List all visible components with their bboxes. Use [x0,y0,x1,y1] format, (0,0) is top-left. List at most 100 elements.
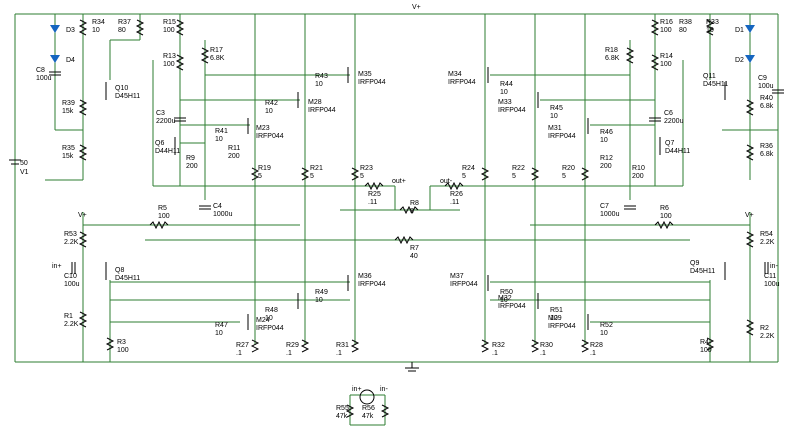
component-id-r24: R24 [462,165,475,172]
component-id-r56: R56 [362,405,375,412]
component-id-r34: R34 [92,19,105,26]
component-id-m29: M29 [548,315,562,322]
component-value-r35: 15k [62,153,74,160]
component-id-r17: R17 [210,47,223,54]
component-id-r10: R10 [632,165,645,172]
supply-value-label: 50 [20,160,28,167]
component-value-c7: 1000u [600,211,620,218]
component-id-r51: R51 [550,307,563,314]
component-id-q11: Q11 [703,73,716,80]
resistor-symbols [78,19,755,418]
component-value-q10: D45H11 [115,93,140,100]
component-id-q9: Q9 [690,260,699,267]
component-value-r51: 10 [550,315,558,322]
component-value-q6: D44H11 [155,148,180,155]
wires [14,13,779,426]
component-id-q7: Q7 [665,140,674,147]
component-id-r35: R35 [62,145,75,152]
component-id-r6: R6 [660,205,669,212]
component-id-r19: R19 [258,165,271,172]
component-value-c4: 1000u [213,211,233,218]
component-value-r11: 200 [228,153,240,160]
component-value-r1: 2.2K [64,321,79,328]
component-id-d2: D2 [735,57,744,64]
component-id-r5: R5 [158,205,167,212]
component-id-r53: R53 [64,231,77,238]
component-value-r14: 100 [660,61,672,68]
component-value-m31: IRFP044 [548,133,576,140]
component-id-m24: M24 [256,317,270,324]
component-id-r31: R31 [336,342,349,349]
component-id-c11: C11 [764,273,776,280]
component-value-r42: 10 [265,108,273,115]
vplus-top-label: V+ [412,4,421,11]
component-value-r3: 100 [117,347,129,354]
component-id-r48: R48 [265,307,278,314]
component-id-r32: R32 [492,342,505,349]
component-value-m33: IRFP044 [498,107,526,114]
component-value-r45: 10 [550,113,558,120]
component-id-r7: R7 [410,245,419,252]
component-value-r50: 10 [500,297,508,304]
component-id-r33: R33 [706,19,719,26]
component-id-m28: M28 [308,99,322,106]
component-id-r12: R12 [600,155,613,162]
component-value-c10: 100u [64,281,80,288]
component-id-q10: Q10 [115,85,128,92]
component-value-r44: 10 [500,89,508,96]
component-value-r26: .11 [450,199,459,206]
component-value-r37: 80 [118,27,126,34]
component-value-r48: 10 [265,315,273,322]
component-id-q6: Q6 [155,140,164,147]
out-minus-label: out- [440,178,453,185]
component-id-r30: R30 [540,342,553,349]
component-value-r33: 10 [706,27,714,34]
diode-d1-symbol [745,25,755,33]
component-id-r15: R15 [163,19,176,26]
component-value-c8: 100u [36,75,52,82]
component-value-r39: 15k [62,108,74,115]
component-id-r2: R2 [760,325,769,332]
component-id-c8: C8 [36,67,45,74]
component-value-m32: IRFP044 [498,303,526,310]
component-value-r9: 200 [186,163,198,170]
component-id-r18: R18 [605,47,618,54]
component-id-m32: M32 [498,295,512,302]
component-value-r2: 2.2K [760,333,775,340]
component-id-r45: R45 [550,105,563,112]
component-id-r11: R11 [228,145,240,152]
component-value-r4: 100 [700,347,712,354]
component-id-m36: M36 [358,273,372,280]
component-id-r37: R37 [118,19,131,26]
symbols [9,19,784,418]
component-id-m34: M34 [448,71,462,78]
component-value-r46: 10 [600,137,608,144]
component-value-r25: .11 [368,199,377,206]
component-value-r31: .1 [336,350,342,357]
diode-d3-symbol [50,25,60,33]
component-value-r38: 80 [679,27,687,34]
component-value-q7: D44H11 [665,148,690,155]
component-value-r30: .1 [540,350,546,357]
component-value-r27: .1 [236,350,242,357]
vplus-left-label: V+ [78,212,87,219]
component-value-r13: 100 [163,61,175,68]
component-value-r19: 5 [258,173,262,180]
component-value-r53: 2.2K [64,239,79,246]
component-value-q11: D45H11 [703,81,728,88]
component-value-r43: 10 [315,81,323,88]
supply-name-label: V1 [20,169,29,176]
component-id-r20: R20 [562,165,575,172]
ground-symbol [405,362,419,372]
component-id-r9: R9 [186,155,195,162]
component-value-m23: IRFP044 [256,133,284,140]
component-id-r43: R43 [315,73,328,80]
component-value-r47: 10 [215,330,223,337]
component-id-r1: R1 [64,313,73,320]
component-value-q8: D45H11 [115,275,140,282]
capacitor-symbols [49,71,784,274]
component-id-c6: C6 [664,110,673,117]
diode-d2-symbol [745,55,755,63]
component-value-m29: IRFP044 [548,323,576,330]
